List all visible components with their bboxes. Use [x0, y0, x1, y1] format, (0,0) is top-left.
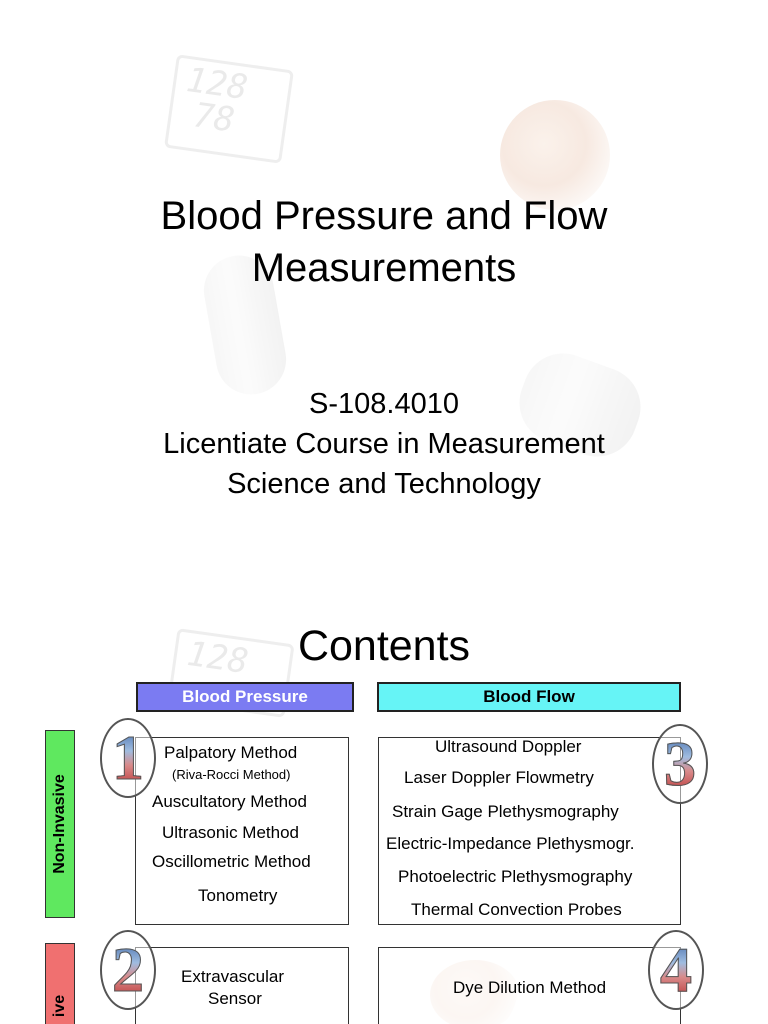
list-item: Ultrasound Doppler [435, 737, 582, 756]
invasive-flow-box: Dye Dilution Method [378, 947, 681, 1024]
background-illustration: 128 78 [164, 54, 652, 468]
badge-2-icon: 2 [100, 930, 156, 1010]
contents-slide: 128 Contents Blood Pressure Blood Flow N… [0, 590, 768, 1024]
invasive-text: ive [51, 994, 68, 1018]
non-invasive-pressure-box: Palpatory Method (Riva-Rocci Method) Aus… [135, 737, 349, 925]
monitor-display: 128 78 [164, 54, 294, 164]
list-item: Dye Dilution Method [453, 978, 607, 997]
list-item: Tonometry [198, 886, 278, 905]
badge-4-icon: 4 [648, 930, 704, 1010]
list-item: (Riva-Rocci Method) [172, 767, 291, 782]
badge-4-number: 4 [650, 934, 702, 1006]
non-invasive-label: Non-Invasive [45, 730, 75, 918]
list-item: Auscultatory Method [152, 792, 307, 811]
slide-subtitle: S-108.4010 Licentiate Course in Measurem… [163, 388, 605, 500]
invasive-pressure-box: Extravascular Sensor [135, 947, 349, 1024]
list-item: Photoelectric Plethysmography [398, 867, 633, 886]
list-item: Laser Doppler Flowmetry [404, 768, 594, 787]
non-invasive-text: Non-Invasive [51, 774, 68, 874]
list-item: Ultrasonic Method [162, 823, 300, 842]
list-item: Oscillometric Method [152, 852, 311, 871]
list-item: Extravascular [181, 967, 284, 986]
badge-1-icon: 1 [100, 718, 156, 798]
non-invasive-flow-box: Ultrasound Doppler Laser Doppler Flowmet… [378, 737, 681, 925]
cuff-image [500, 100, 610, 210]
badge-3-icon: 3 [652, 724, 708, 804]
list-item: Electric-Impedance Plethysmogr. [386, 834, 635, 853]
list-item: Strain Gage Plethysmography [392, 802, 619, 821]
blood-pressure-header: Blood Pressure [136, 682, 354, 712]
list-item: Sensor [208, 989, 262, 1008]
invasive-label: ive [45, 943, 75, 1024]
badge-2-number: 2 [102, 934, 154, 1006]
list-item: Palpatory Method [164, 743, 298, 762]
list-item: Thermal Convection Probes [411, 900, 622, 919]
slide-title: Blood Pressure and Flow Measurements [160, 194, 608, 290]
title-slide: 128 78 Blood Pressure and Flow Measureme… [160, 54, 652, 500]
blood-flow-header: Blood Flow [377, 682, 681, 712]
slide-title: Contents [297, 622, 471, 670]
badge-3-number: 3 [654, 728, 706, 800]
badge-1-number: 1 [102, 722, 154, 794]
